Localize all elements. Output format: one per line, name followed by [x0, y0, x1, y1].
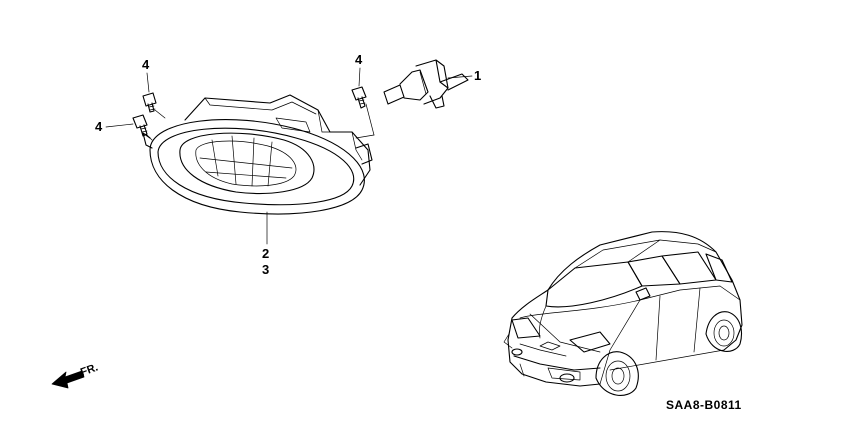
bulb[interactable]: [383, 59, 473, 109]
callout-4-top: 4: [142, 57, 150, 72]
callout-4-left: 4: [95, 119, 103, 134]
callout-screw-right: 4: [355, 52, 375, 139]
callout-2: 2: [262, 246, 269, 261]
callout-4-right: 4: [355, 52, 363, 67]
screw-left[interactable]: [132, 114, 153, 141]
direction-label: FR.: [79, 361, 100, 378]
callout-screw-left: 4: [95, 119, 134, 134]
screw-top-left[interactable]: [142, 92, 166, 119]
fog-light-assembly[interactable]: [142, 94, 373, 215]
diagram-code: SAA8-B0811: [666, 398, 742, 412]
callout-3: 3: [262, 262, 269, 277]
hatchback-car-icon: [503, 231, 743, 396]
screw-right[interactable]: [351, 86, 367, 109]
callout-1: 1: [474, 68, 481, 83]
callout-screw-top-left: 4: [142, 57, 150, 93]
callout-housing: 2 3: [262, 211, 269, 277]
callout-bulb: 1: [474, 68, 481, 83]
front-direction-arrow-icon: FR.: [51, 361, 100, 389]
